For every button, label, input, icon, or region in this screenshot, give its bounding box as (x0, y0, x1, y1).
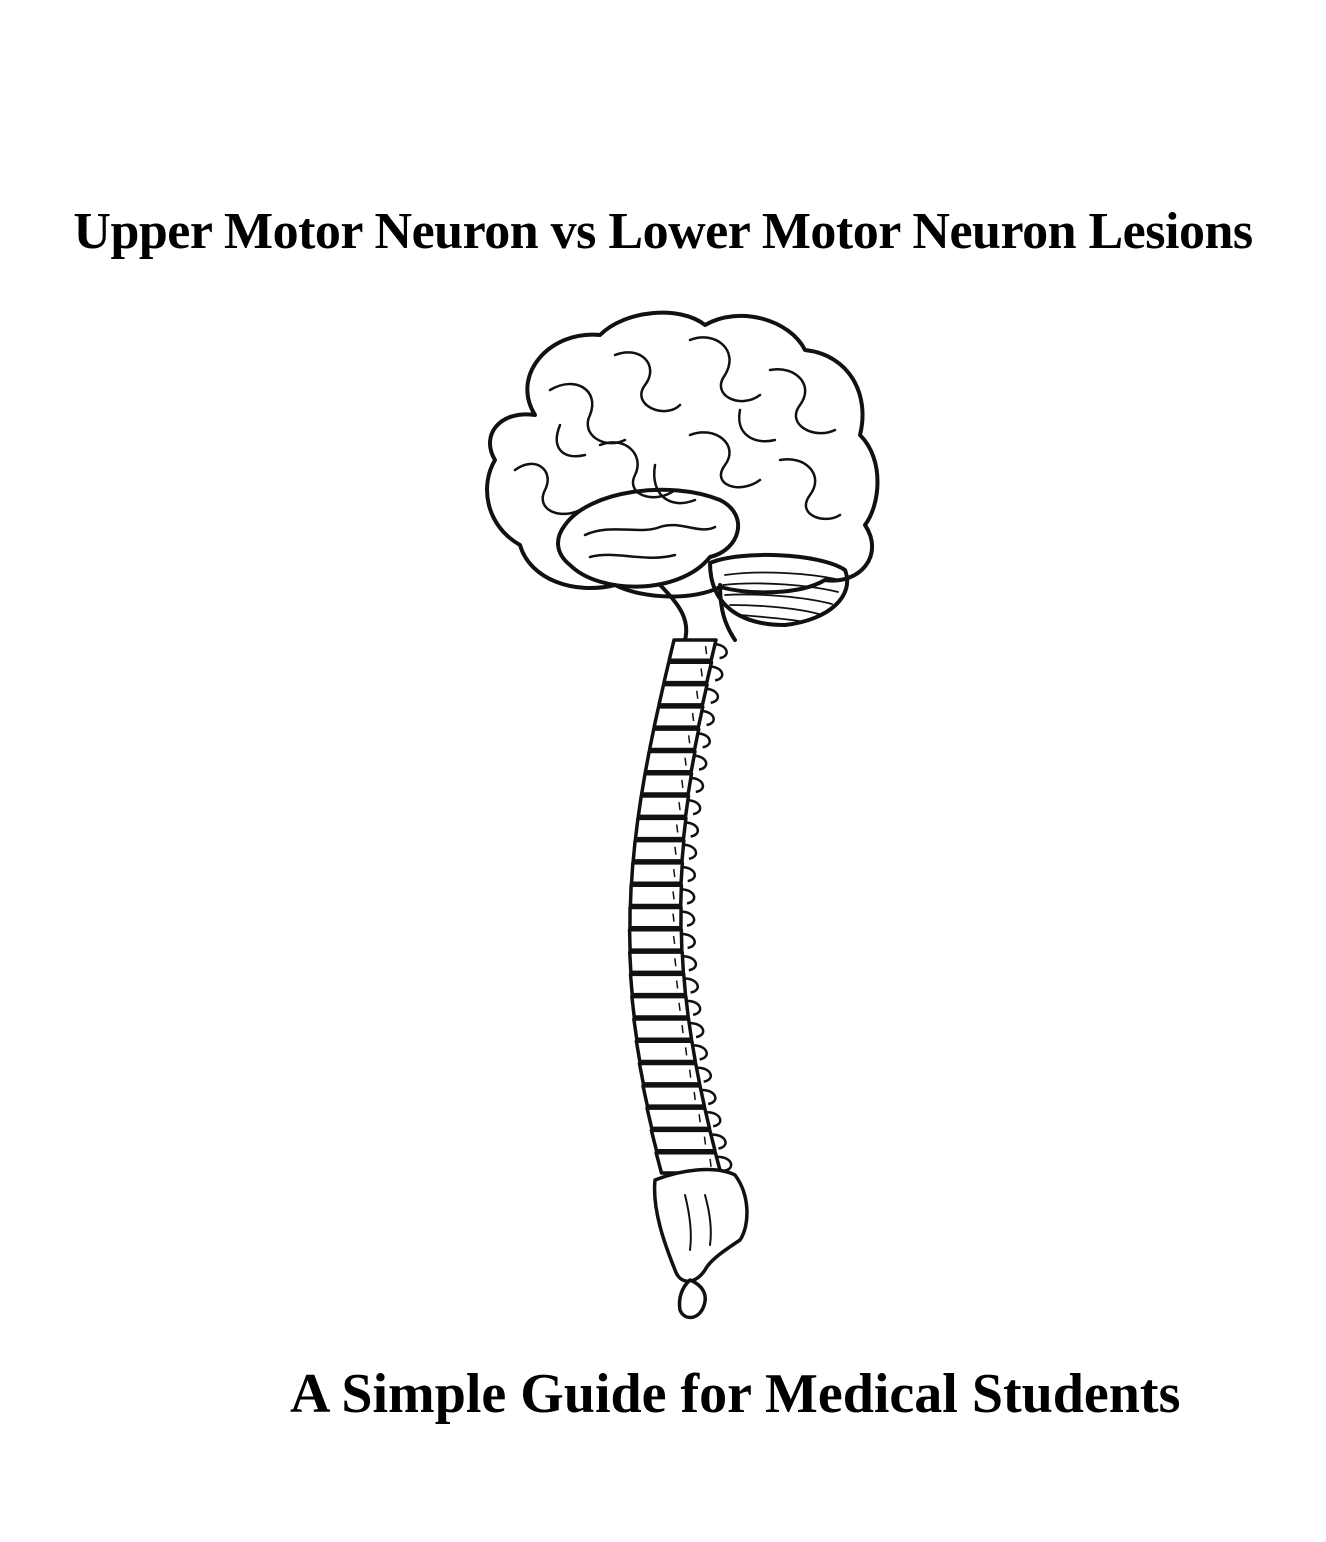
vertebra-detail (678, 802, 681, 811)
vertebra (637, 1061, 702, 1086)
vertebra-detail (672, 868, 676, 878)
brain-spine-icon (485, 310, 880, 1320)
spinous-process (684, 821, 700, 838)
spinous-process (692, 754, 708, 771)
spinous-process (696, 732, 711, 749)
spinous-process (689, 1021, 705, 1039)
vertebra-detail (675, 980, 679, 989)
spinous-process (700, 709, 715, 727)
vertebra (636, 794, 691, 819)
brain-spine-illustration (440, 295, 900, 1335)
spinous-process (681, 932, 696, 950)
vertebra-detail (687, 735, 691, 744)
vertebra-detail (672, 935, 676, 945)
vertebra-detail (703, 1136, 707, 1145)
vertebra-detail (691, 712, 695, 722)
vertebra (652, 705, 705, 729)
spinous-process (702, 1088, 717, 1106)
vertebra (645, 1106, 712, 1131)
vertebra (643, 749, 697, 774)
vertebra (628, 972, 688, 997)
vertebra (657, 682, 709, 707)
vertebra-detail (704, 646, 708, 655)
spinous-process (697, 1066, 712, 1083)
vertebra (649, 1128, 717, 1153)
vertebra (629, 861, 685, 885)
coccyx (677, 1278, 707, 1320)
vertebra (662, 660, 714, 685)
vertebra-detail (700, 668, 703, 677)
vertebra (627, 950, 686, 975)
brainstem (658, 583, 689, 642)
page-title: Upper Motor Neuron vs Lower Motor Neuron… (73, 202, 1253, 260)
cerebellum (708, 552, 850, 627)
vertebra (647, 727, 701, 752)
vertebra-detail (674, 846, 677, 855)
spinous-process (693, 1044, 708, 1061)
vertebra-detail (672, 891, 675, 900)
page-subtitle: A Simple Guide for Medical Students (290, 1363, 1181, 1425)
spinous-process (689, 776, 705, 794)
vertebra-detail (681, 779, 684, 788)
sacrum (652, 1167, 749, 1283)
vertebra-detail (684, 757, 687, 766)
vertebra (627, 928, 684, 952)
spinous-process (686, 798, 702, 816)
vertebra-detail (693, 1091, 696, 1101)
vertebra (667, 638, 718, 663)
vertebra (632, 1017, 694, 1041)
vertebra (631, 838, 686, 863)
vertebra-detail (678, 1002, 681, 1011)
brain-outline (485, 310, 880, 599)
spinous-process (682, 954, 698, 972)
vertebra (633, 816, 688, 841)
spinous-process (686, 999, 702, 1017)
vertebra (628, 883, 684, 908)
spinous-process (709, 665, 724, 682)
vertebra (634, 1039, 698, 1064)
spinal-column (627, 638, 733, 1175)
vertebra-detail (696, 690, 699, 699)
spinous-process (704, 687, 720, 704)
vertebra (628, 905, 683, 930)
spinous-process (680, 888, 696, 905)
vertebra (630, 994, 690, 1019)
spinous-process (684, 977, 699, 994)
spinous-process (682, 843, 698, 861)
vertebra-detail (674, 958, 677, 967)
vertebra (639, 772, 694, 796)
vertebra-detail (681, 1025, 684, 1034)
vertebra-detail (684, 1047, 688, 1056)
spinous-process (712, 1133, 727, 1150)
vertebra-detail (709, 1158, 712, 1167)
spinous-process (680, 910, 696, 927)
vertebra-detail (688, 1069, 692, 1078)
temporal-lobe (556, 487, 740, 589)
spinous-process (681, 865, 696, 883)
vertebra-detail (698, 1114, 701, 1123)
spinous-process (713, 642, 728, 660)
vertebra-detail (672, 913, 675, 922)
vertebra (641, 1084, 707, 1108)
vertebra-detail (675, 824, 679, 833)
spinous-process (707, 1111, 722, 1128)
